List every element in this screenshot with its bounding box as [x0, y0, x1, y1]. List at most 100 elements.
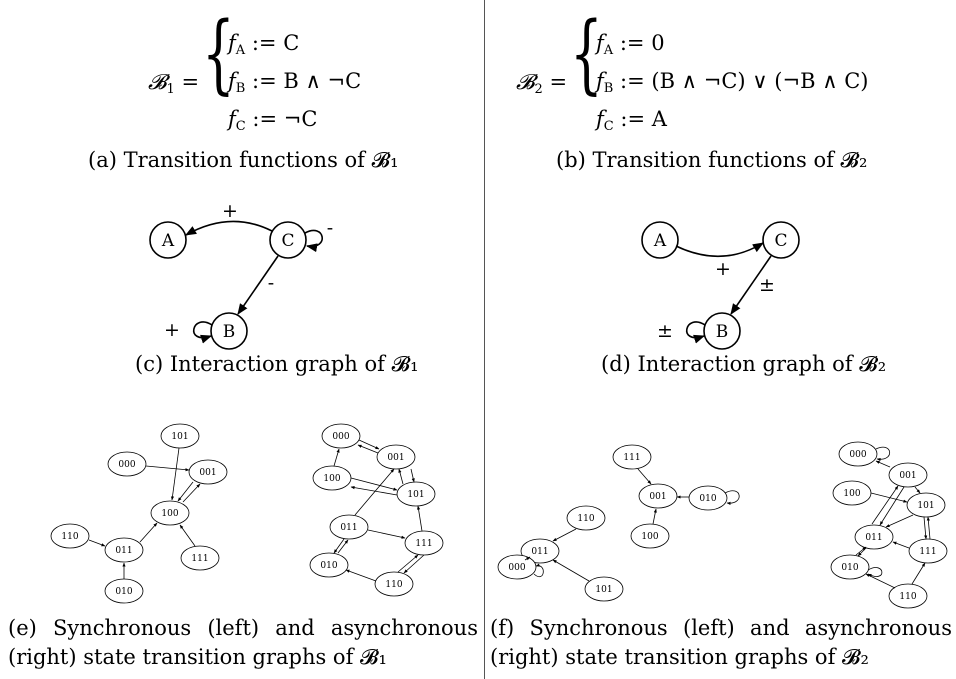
node-a — [641, 221, 679, 259]
panel-b-line-3: fC := A — [596, 107, 667, 134]
panel-b-equation: 𝓑2 = { fA := 0 fB := (B ∧ ¬C) ∨ (¬B ∧ C)… — [516, 11, 952, 162]
state-label: 101 — [407, 490, 424, 500]
panel-b-brace: { — [570, 4, 603, 104]
panel-a-line-3: fC := ¬C — [228, 107, 318, 134]
node-b-label: B — [223, 322, 236, 342]
state-node — [906, 492, 946, 518]
panel-a-lines: fA := C fB := B ∧ ¬C fC := ¬C — [228, 24, 361, 138]
state-node — [908, 538, 948, 564]
state-label: 110 — [899, 592, 916, 602]
state-node — [497, 554, 537, 580]
state-node — [374, 571, 414, 597]
state-node — [180, 545, 220, 571]
state-label: 101 — [595, 585, 612, 595]
edge-c-self — [304, 229, 324, 253]
state-label: 001 — [199, 468, 216, 478]
panel-a-caption: (a) Transition functions of 𝓑₁ — [88, 148, 399, 172]
state-label: 001 — [899, 471, 916, 481]
edge-c-to-a-label: + — [222, 200, 238, 222]
panel-b-line-2: fB := (B ∧ ¬C) ∨ (¬B ∧ C) — [596, 69, 869, 96]
node-a-label: A — [161, 231, 175, 251]
state-label: 011 — [531, 547, 548, 557]
state-label: 111 — [415, 539, 432, 549]
state-label: 011 — [340, 523, 357, 533]
state-label: 100 — [843, 489, 860, 499]
state-label: 011 — [115, 546, 132, 556]
state-label: 000 — [849, 450, 866, 460]
panel-e-caption-line-2: (right) state transition graphs of 𝓑₁ — [8, 645, 387, 669]
state-label: 000 — [118, 460, 135, 470]
node-a — [149, 221, 187, 259]
state-label: 100 — [641, 532, 658, 542]
state-label: 110 — [577, 514, 594, 524]
panel-b-line-1: fA := 0 — [596, 31, 665, 58]
edge-c-to-b — [237, 255, 279, 315]
node-b — [210, 312, 248, 350]
state-label: 010 — [699, 494, 716, 504]
state-node — [104, 537, 144, 563]
edge-c-to-b-label: - — [268, 272, 274, 294]
state-node — [888, 462, 928, 488]
state-node — [107, 451, 147, 477]
panel-b-caption: (b) Transition functions of 𝓑₂ — [556, 148, 868, 172]
edge-c-self-label: - — [327, 217, 333, 239]
state-node — [612, 444, 652, 470]
edge-a-to-c — [675, 242, 764, 258]
state-label: 000 — [508, 563, 525, 573]
edge-c-to-b-label: ± — [759, 274, 775, 296]
edge-c-to-b — [730, 255, 772, 315]
panel-f-caption-line-2: (right) state transition graphs of 𝓑₂ — [490, 645, 869, 669]
state-node — [150, 500, 190, 526]
panel-f-caption: (f) Synchronous (left) and asynchronous … — [490, 614, 952, 672]
panel-c-graph — [149, 220, 324, 350]
state-node — [160, 423, 200, 449]
state-label: 110 — [385, 580, 402, 590]
panel-a-lhs-sub: 1 — [166, 82, 175, 97]
panel-b-lhs: 𝓑2 = — [516, 70, 568, 97]
state-node — [566, 505, 606, 531]
edge-b-self-label: ± — [657, 320, 673, 342]
panel-c-caption: (c) Interaction graph of 𝓑₁ — [135, 352, 419, 376]
node-b — [703, 312, 741, 350]
panel-a-lhs-symbol: 𝓑 — [148, 70, 167, 94]
edge-a-to-c-label: + — [715, 258, 731, 280]
state-label: 101 — [917, 501, 934, 511]
panel-a-lhs: 𝓑1 = — [148, 70, 199, 97]
state-label: 011 — [865, 533, 882, 543]
panel-e-caption: (e) Synchronous (left) and asynchronous … — [8, 614, 478, 672]
state-label: 100 — [323, 474, 340, 484]
panel-f-sync-graph — [497, 444, 740, 602]
state-node — [396, 481, 436, 507]
panel-e-async-graph — [309, 423, 444, 597]
state-label: 001 — [387, 453, 404, 463]
state-label: 111 — [919, 547, 936, 557]
state-label: 010 — [320, 561, 337, 571]
edge-b-self — [686, 321, 706, 344]
edge-c-to-a — [185, 220, 273, 236]
node-c-label: C — [774, 231, 787, 251]
state-node — [830, 554, 870, 580]
panel-a-equals: = — [181, 70, 200, 94]
state-node — [630, 523, 670, 549]
panel-e-caption-line-1: (e) Synchronous (left) and asynchronous — [8, 616, 478, 640]
state-node — [888, 583, 928, 609]
state-node — [309, 552, 349, 578]
node-c-label: C — [281, 231, 294, 251]
state-node — [376, 444, 416, 470]
panel-divider — [484, 0, 485, 679]
panel-b-lines: fA := 0 fB := (B ∧ ¬C) ∨ (¬B ∧ C) fC := … — [596, 24, 869, 138]
state-node — [50, 523, 90, 549]
state-label: 110 — [61, 532, 78, 542]
state-node — [584, 576, 624, 602]
panel-a-line-1: fA := C — [228, 31, 300, 58]
state-label: 010 — [841, 563, 858, 573]
edge-b-self-label: + — [164, 319, 180, 341]
state-node — [520, 538, 560, 564]
panel-a-brace: { — [202, 4, 235, 104]
state-node — [321, 423, 361, 449]
state-node — [188, 459, 228, 485]
state-label: 010 — [115, 587, 132, 597]
state-label: 000 — [332, 432, 349, 442]
node-c — [269, 221, 307, 259]
